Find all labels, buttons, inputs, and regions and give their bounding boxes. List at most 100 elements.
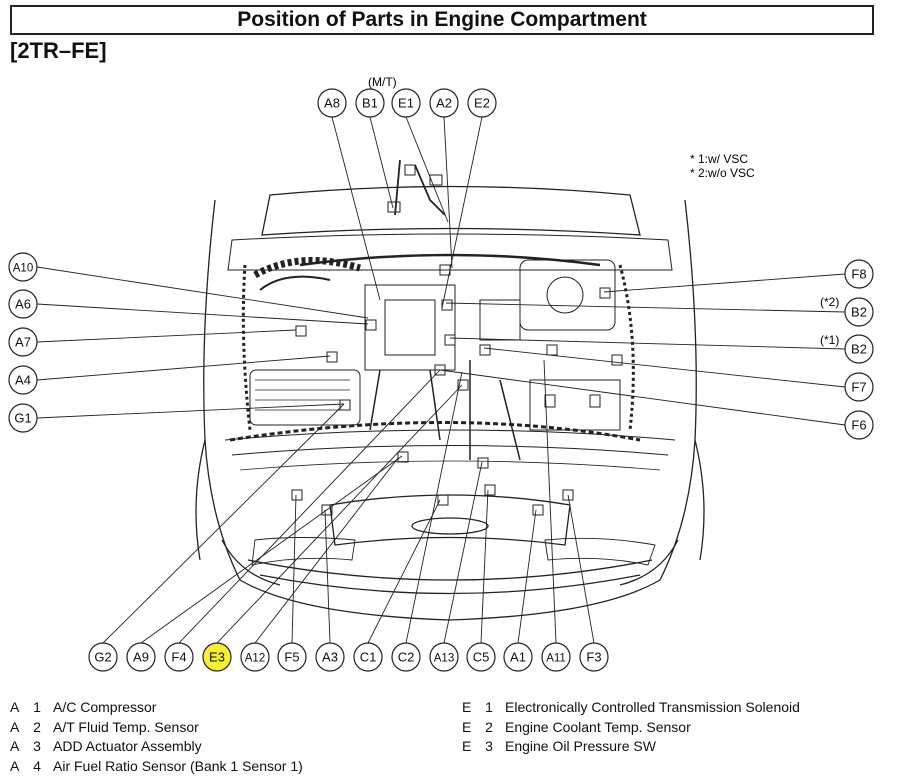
callout-g2: G2 (88, 642, 118, 672)
star1-note: (*1) (820, 333, 839, 347)
leader-line-g1 (36, 403, 345, 419)
leader-line-a7 (36, 329, 297, 343)
callout-text: A6 (15, 297, 31, 312)
callout-text: A10 (13, 263, 33, 275)
callout-text: F5 (284, 650, 299, 665)
callout-circle (844, 297, 874, 327)
callout-text: E2 (474, 96, 490, 111)
callout-c2: C2 (391, 642, 421, 672)
leader-line-f3 (567, 494, 595, 644)
vehicle-outline (195, 185, 705, 621)
leader-line-f6 (439, 369, 846, 426)
callout-circle (467, 88, 497, 118)
callout-text: C2 (398, 650, 415, 665)
callout-circle (164, 642, 194, 672)
leader-line-a13 (443, 461, 483, 644)
leader-line-f5 (291, 494, 297, 644)
leader-line-e2 (441, 116, 483, 309)
callout-a1: A1 (503, 642, 533, 672)
callout-text: A9 (133, 650, 149, 665)
parts-legend-left: A 1 A/C Compressor A 2 A/T Fluid Temp. S… (10, 698, 303, 776)
callout-text: A4 (15, 373, 31, 388)
callout-text: F7 (851, 380, 866, 395)
callout-text: C5 (473, 650, 490, 665)
callout-circle (541, 642, 571, 672)
legend-row: A 4 Air Fuel Ratio Sensor (Bank 1 Sensor… (10, 757, 303, 774)
leader-line-a6 (36, 303, 369, 325)
leader-line-c1 (367, 499, 441, 644)
callout-a4: A4 (8, 365, 38, 395)
callout-text: A12 (245, 653, 265, 665)
legend-row: E 2 Engine Coolant Temp. Sensor (462, 718, 691, 735)
callout-circle (429, 88, 459, 118)
vsc-note-1: * 1:w/ VSC (690, 152, 748, 166)
callout-b1: B1 (355, 88, 385, 118)
leader-line-c5 (480, 489, 489, 644)
leader-line-a9 (140, 455, 403, 644)
callout-circle (315, 642, 345, 672)
callout-text: G2 (94, 650, 111, 665)
callout-circle (277, 642, 307, 672)
callout-circle (844, 372, 874, 402)
callout-circle (8, 403, 38, 433)
callout-f3: F3 (579, 642, 609, 672)
callout-text: F6 (851, 418, 866, 433)
callout-a6: A6 (8, 289, 38, 319)
callout-text: A3 (322, 650, 338, 665)
leader-line-a3 (324, 509, 331, 644)
callout-text: B1 (362, 96, 378, 111)
star2-note: (*2) (820, 295, 839, 309)
callout-a10: A10 (8, 252, 38, 282)
legend-row: A 1 A/C Compressor (10, 699, 157, 715)
callout-circle (240, 642, 270, 672)
callout-text: F8 (851, 267, 866, 282)
callout-text: B2 (851, 305, 867, 320)
callout-text: A8 (324, 96, 340, 111)
callout-circle (466, 642, 496, 672)
legend-row: E 1 Electronically Controlled Transmissi… (462, 699, 800, 715)
callout-a7: A7 (8, 327, 38, 357)
callout-c5: C5 (466, 642, 496, 672)
callout-text: A11 (546, 653, 566, 665)
callout-circle (429, 642, 459, 672)
callout-a12: A12 (240, 642, 270, 672)
mt-note: (M/T) (368, 75, 397, 89)
legend-row: A 3 ADD Actuator Assembly (10, 738, 202, 754)
callout-g1: G1 (8, 403, 38, 433)
callout-b2: B2 (844, 334, 874, 364)
callout-circle (8, 252, 38, 282)
callout-a8: A8 (317, 88, 347, 118)
callout-f8: F8 (844, 259, 874, 289)
callout-circle (8, 327, 38, 357)
callout-text: F3 (586, 650, 601, 665)
callout-a2: A2 (429, 88, 459, 118)
callout-f6: F6 (844, 410, 874, 440)
callout-circle (844, 259, 874, 289)
callout-a9: A9 (126, 642, 156, 672)
leader-line-a1 (517, 509, 537, 644)
callout-a3: A3 (315, 642, 345, 672)
callout-circle (391, 88, 421, 118)
callout-text: A2 (436, 96, 452, 111)
callout-circle (126, 642, 156, 672)
leader-line-a4 (36, 355, 331, 381)
leader-line-f8 (603, 273, 846, 293)
callout-circle (844, 410, 874, 440)
leader-line-b2 (445, 302, 846, 313)
leader-line-b2 (449, 337, 846, 350)
callout-e3: E3 (202, 642, 232, 672)
callout-circle (355, 88, 385, 118)
callout-text: A1 (510, 650, 526, 665)
callout-text: E3 (209, 650, 225, 665)
callout-text: A7 (15, 335, 31, 350)
callout-circle (88, 642, 118, 672)
leader-line-a8 (331, 116, 381, 301)
leader-line-f4 (178, 369, 441, 644)
callout-f5: F5 (277, 642, 307, 672)
leader-line-a10 (36, 266, 369, 319)
callout-circle (391, 642, 421, 672)
callout-b2: B2 (844, 297, 874, 327)
page-title: Position of Parts in Engine Compartment (237, 8, 647, 31)
